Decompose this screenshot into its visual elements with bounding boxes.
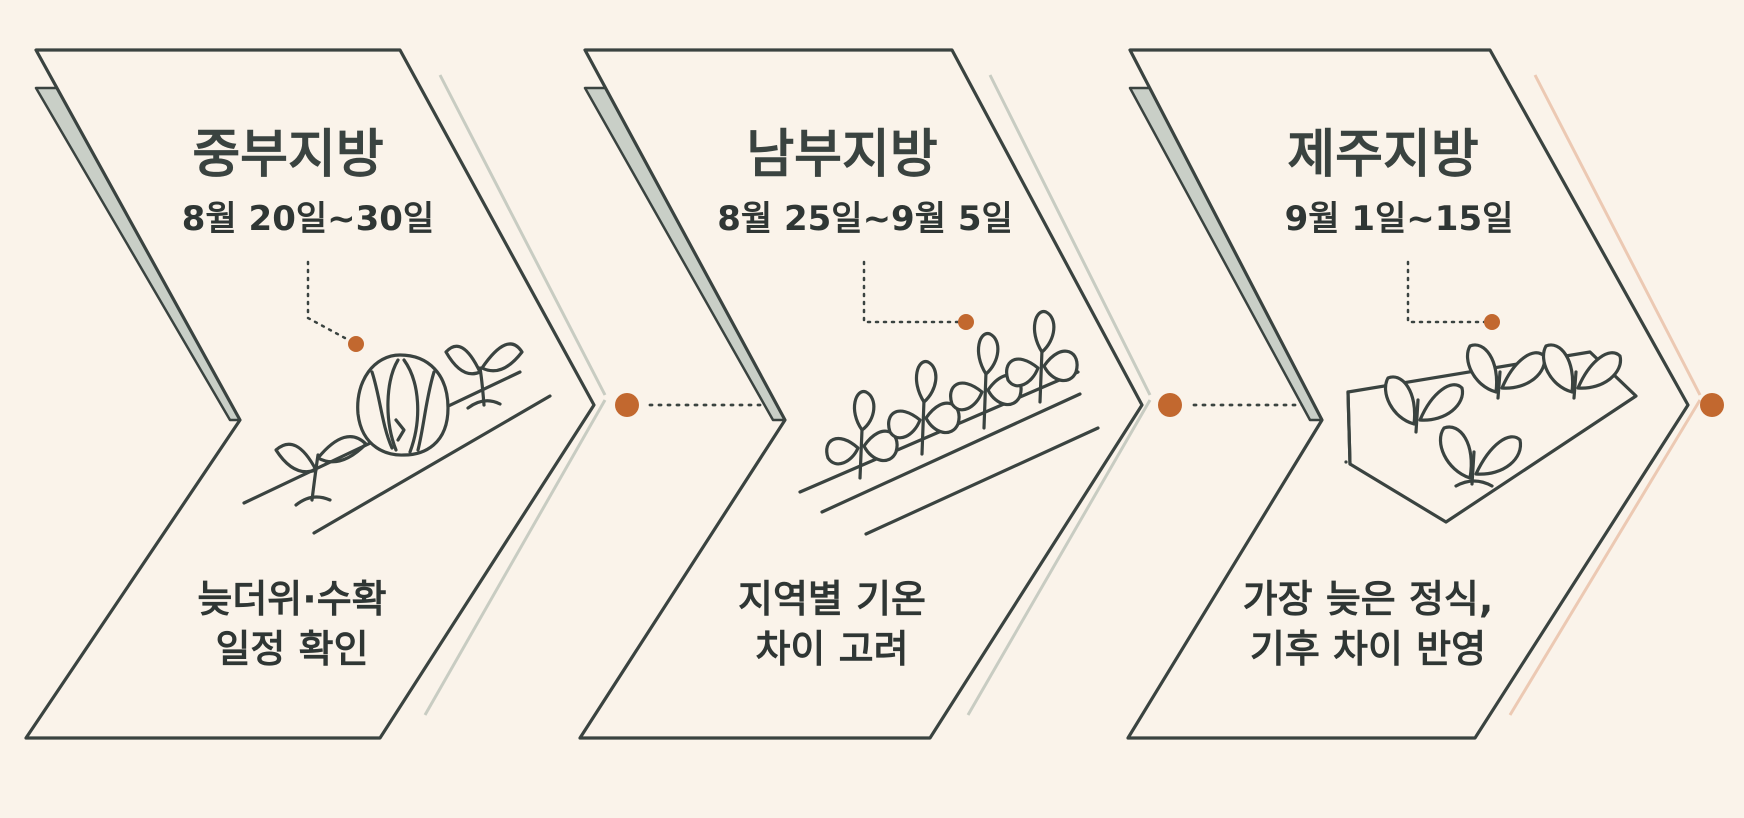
callout-leader [1406,260,1500,330]
accent-line [966,399,1152,716]
stage-title: 중부지방 [192,125,383,185]
stage-note-line: 차이 고려 [755,627,908,671]
stage-date: 8월 25일~9월 5일 [717,199,1013,239]
accent-line [438,74,607,396]
stage-note-line: 기후 차이 반영 [1250,627,1486,671]
stage-note-line: 늦더위·수확 [197,577,386,621]
callout-leader [862,260,974,330]
stage-date: 8월 20일~30일 [182,199,434,239]
stage-chevron-jeju: 제주지방 9월 1일~15일 [1126,48,1702,740]
accent-line [423,399,607,716]
accent-line [1533,74,1702,396]
stage-date: 9월 1일~15일 [1285,199,1514,239]
stage-note-line: 가장 늦은 정식, [1243,577,1494,621]
seedling-bed-icon [1344,343,1638,524]
stage-chevron-central: 중부지방 8월 20일~30일 늦더위·수확 [24,48,607,740]
accent-line [1508,399,1702,716]
stage-connector [615,393,772,417]
stage-title: 제주지방 [1287,125,1478,185]
cabbage-seedlings-icon [242,342,552,535]
accent-line [988,74,1152,396]
callout-leader [306,260,364,352]
stage-title: 남부지방 [746,125,937,185]
stage-note-line: 일정 확인 [215,627,368,671]
stage-chevron-southern: 남부지방 8월 25일~9월 5일 [578,48,1152,740]
stage-connector-end [1700,393,1724,417]
stage-connector [1158,393,1312,417]
chevron-panel [24,48,596,740]
seedling-rows-icon [798,310,1100,536]
stage-note-line: 지역별 기온 [738,577,926,621]
